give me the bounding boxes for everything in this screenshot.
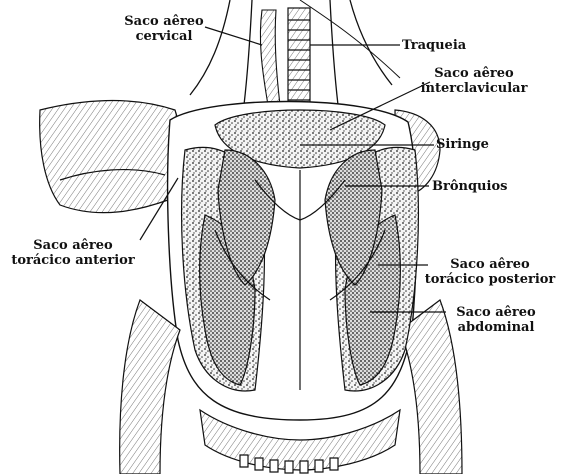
label-posterior-thoracic-air-sac: Saco aêreo torácico posterior [422,257,558,287]
label-interclavicular-air-sac: Saco aêreo interclavicular [414,66,534,96]
esophagus [260,10,280,105]
label-cervical-line2: cervical [114,29,214,44]
left-wing [40,101,181,213]
label-toracico-posterior-line2: torácico posterior [422,272,558,287]
label-toracico-anterior-line1: Saco aêreo [6,238,140,253]
label-trachea: Traqueia [402,38,466,53]
label-abdominal-line2: abdominal [446,320,546,335]
label-toracico-posterior-line1: Saco aêreo [422,257,558,272]
label-trachea-line1: Traqueia [402,38,466,53]
label-syrinx-line1: Siringe [436,137,489,152]
label-cervical-air-sac: Saco aêreo cervical [114,14,214,44]
label-bronchi: Brônquios [432,179,507,194]
label-interclavicular-line2: interclavicular [414,81,534,96]
label-syrinx: Siringe [436,137,489,152]
label-interclavicular-line1: Saco aêreo [414,66,534,81]
label-bronchi-line1: Brônquios [432,179,507,194]
label-abdominal-line1: Saco aêreo [446,305,546,320]
label-toracico-anterior-line2: torácico anterior [6,253,140,268]
label-abdominal-air-sac: Saco aêreo abdominal [446,305,546,335]
label-cervical-line1: Saco aêreo [114,14,214,29]
label-anterior-thoracic-air-sac: Saco aêreo torácico anterior [6,238,140,268]
